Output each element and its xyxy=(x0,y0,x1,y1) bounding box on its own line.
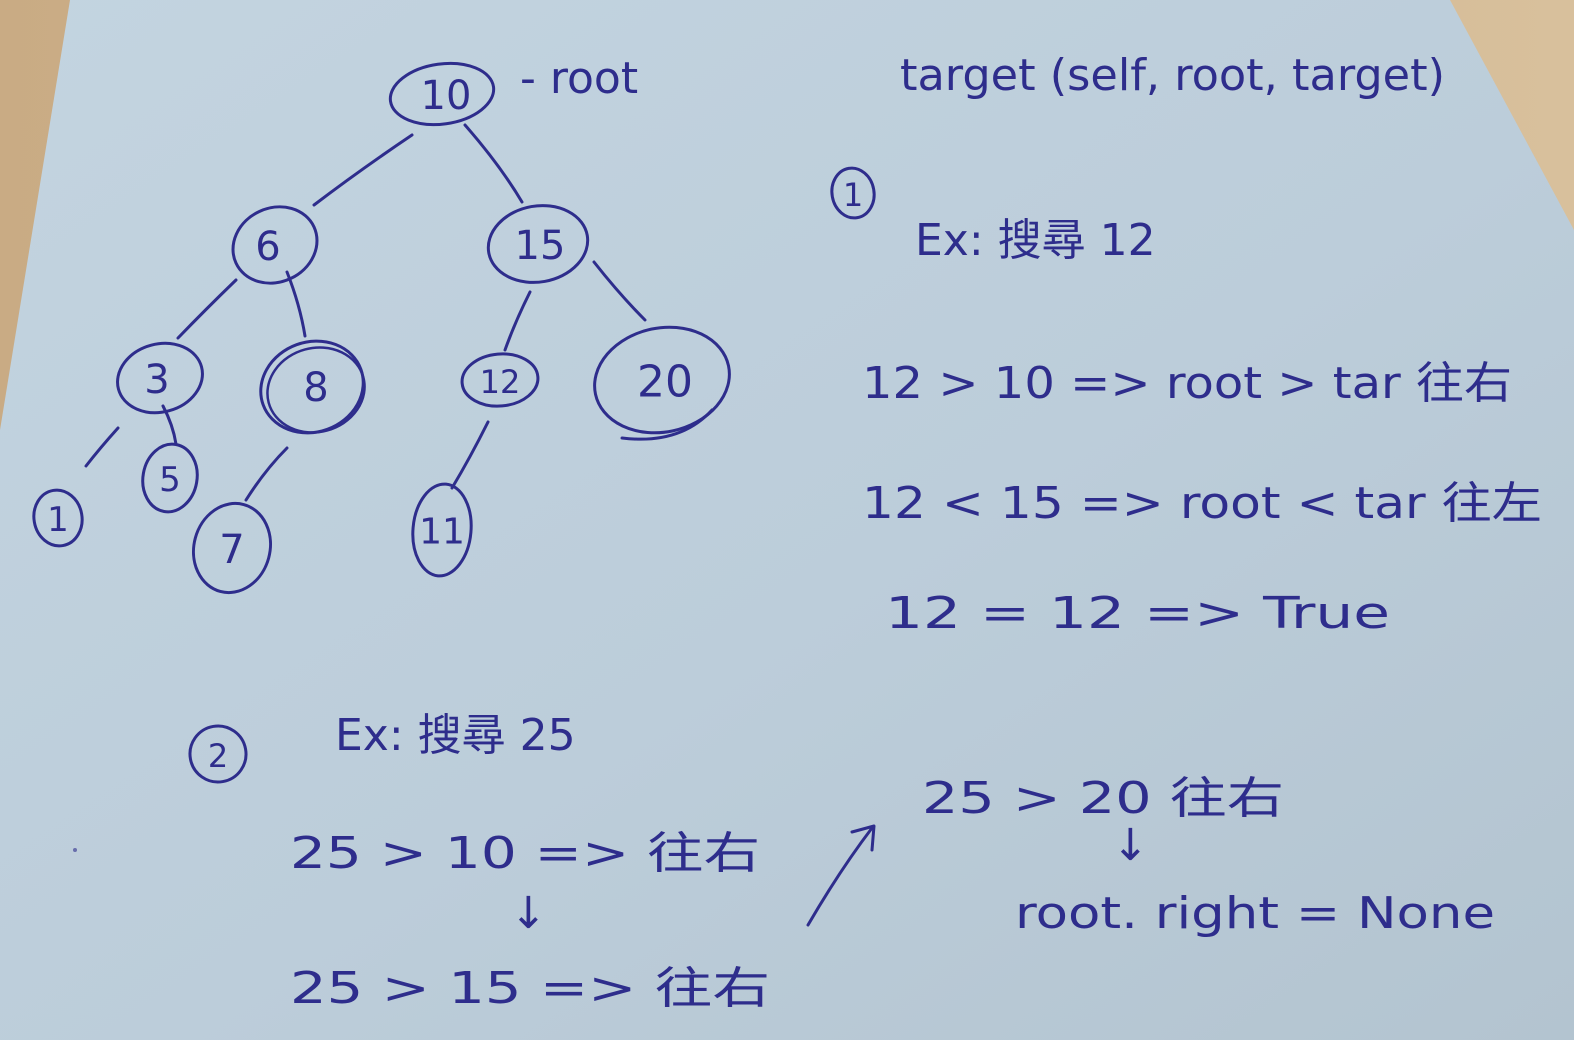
tree-node-11: 11 xyxy=(411,482,473,578)
node-label: 5 xyxy=(159,460,181,500)
root-label: - root xyxy=(520,53,638,104)
example-1: target (self, root, target) 1 Ex: 搜尋 12 … xyxy=(830,50,1542,639)
node-label: 6 xyxy=(255,224,280,270)
ink-dot xyxy=(73,848,77,852)
example-1-step: 12 < 15 => root < tar 往左 xyxy=(862,478,1542,529)
node-label: 8 xyxy=(303,365,328,411)
example-2-step: 25 > 10 => 往右 xyxy=(290,828,760,879)
marker-label: 2 xyxy=(208,737,228,775)
node-label: 7 xyxy=(219,527,244,573)
node-label: 11 xyxy=(419,512,465,553)
example-2-marker: 2 xyxy=(188,724,248,784)
tree-node-20: 20 xyxy=(593,325,731,441)
marker-label: 1 xyxy=(843,176,863,214)
tree-node-15: 15 xyxy=(486,204,590,284)
example-2: 2 Ex: 搜尋 25 25 > 10 => 往右 ↓ 25 > 15 => 往… xyxy=(188,710,1495,1014)
example-1-step: 12 = 12 => True xyxy=(885,588,1390,639)
example-2-step: 25 > 20 往右 xyxy=(922,773,1284,824)
example-1-step: 12 > 10 => root > tar 往右 xyxy=(862,358,1512,409)
tree-edges xyxy=(84,123,647,502)
node-label: 1 xyxy=(47,500,69,540)
example-1-title: Ex: 搜尋 12 xyxy=(915,215,1156,266)
example-1-marker: 1 xyxy=(830,166,876,220)
node-label: 12 xyxy=(480,363,521,401)
node-label: 20 xyxy=(637,357,693,408)
tree-node-8: 8 xyxy=(259,339,366,435)
down-arrow: ↓ xyxy=(1112,820,1149,871)
tree-node-3: 3 xyxy=(116,341,204,415)
tree-node-12: 12 xyxy=(460,352,540,408)
tree-node-10: 10 xyxy=(388,61,496,127)
node-label: 15 xyxy=(515,223,566,269)
function-signature: target (self, root, target) xyxy=(900,50,1445,101)
node-label: 3 xyxy=(144,357,169,403)
tree-node-1: 1 xyxy=(32,488,84,548)
tree-node-7: 7 xyxy=(191,501,273,595)
down-arrow: ↓ xyxy=(510,888,547,939)
example-2-title: Ex: 搜尋 25 xyxy=(335,710,576,761)
example-2-result: root. right = None xyxy=(1015,888,1495,939)
tree-node-6: 6 xyxy=(231,205,319,285)
tree-node-5: 5 xyxy=(141,442,199,514)
node-label: 10 xyxy=(421,73,472,119)
example-2-step: 25 > 15 => 往右 xyxy=(290,963,770,1014)
diagonal-arrow-icon xyxy=(806,824,876,927)
